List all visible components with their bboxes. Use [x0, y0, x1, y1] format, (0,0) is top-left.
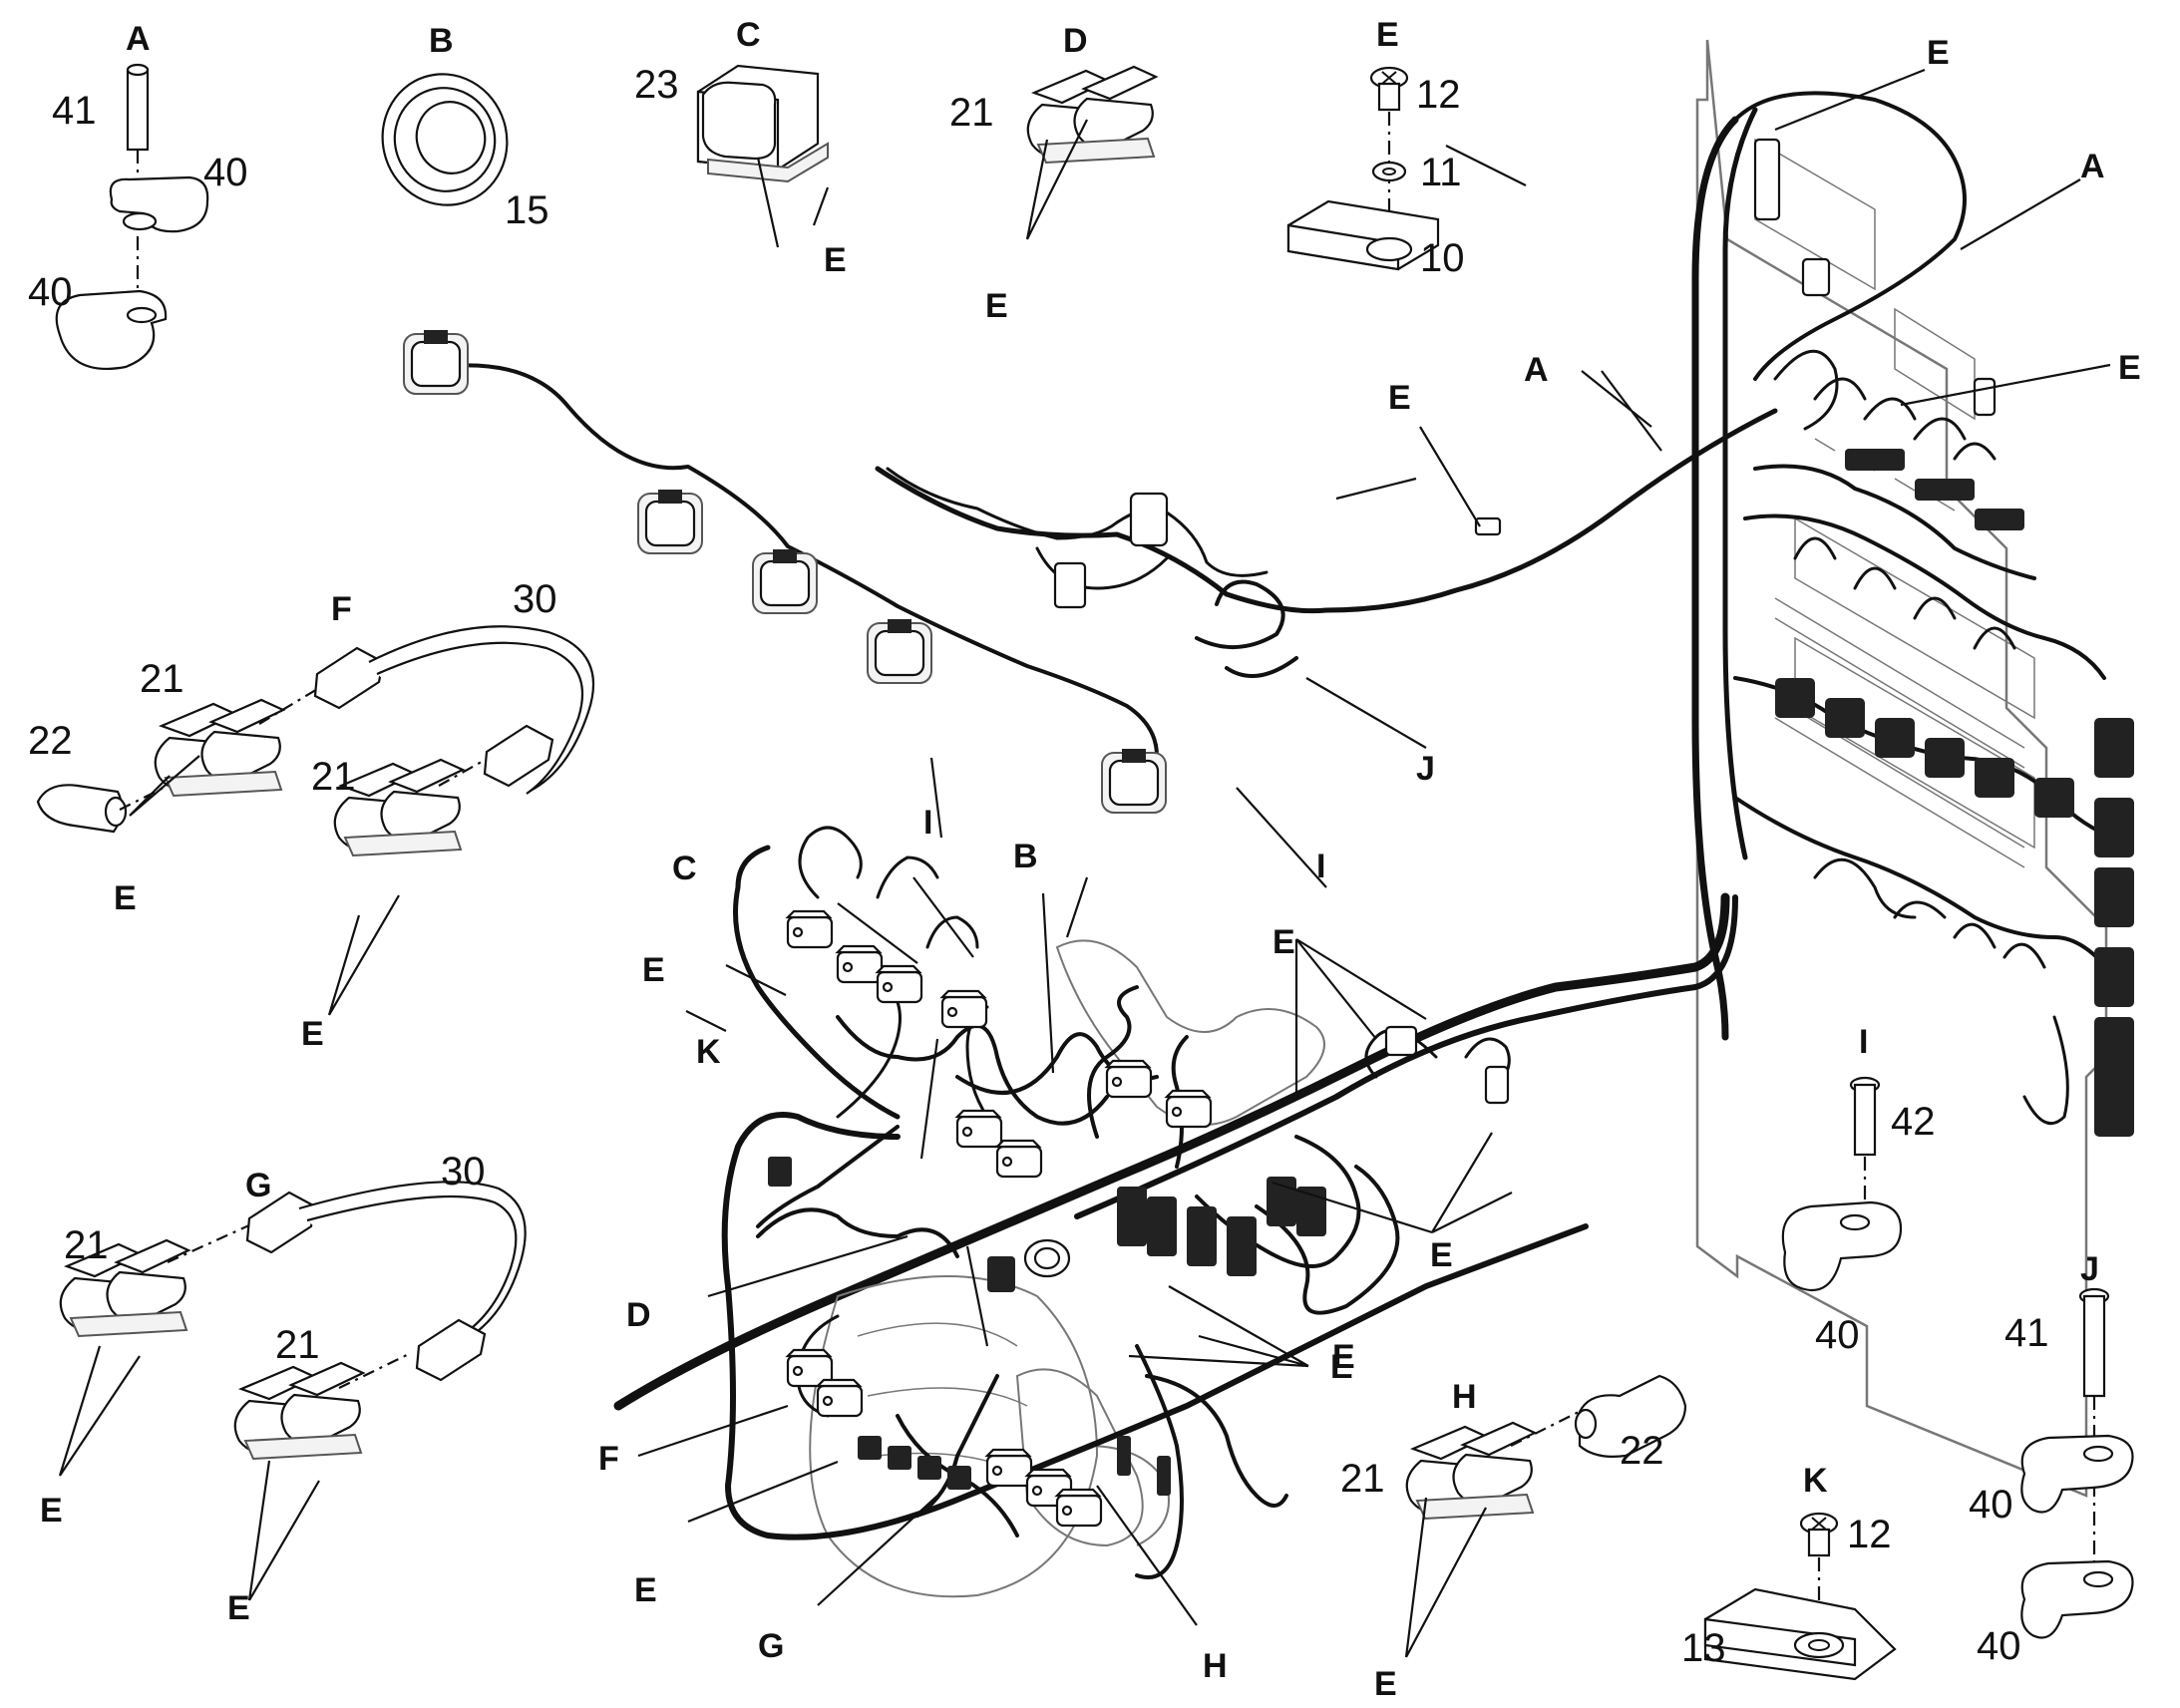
callout: 22: [28, 719, 73, 763]
callout: 21: [949, 91, 994, 135]
callout: E: [1374, 1665, 1397, 1703]
callout: 42: [1891, 1100, 1936, 1144]
callout: A: [2080, 148, 2105, 185]
callout: J: [2080, 1250, 2099, 1288]
callout: E: [114, 879, 137, 917]
callout: 12: [1847, 1513, 1892, 1556]
detail-g-jumper: [59, 1181, 527, 1461]
callout: I: [1316, 848, 1325, 885]
callout: 12: [1416, 73, 1461, 117]
callout: 41: [2004, 1311, 2049, 1355]
callout: E: [985, 287, 1008, 325]
detail-e-plate-screw: [1286, 66, 1440, 271]
callout: C: [736, 16, 761, 54]
callout: 21: [64, 1223, 109, 1267]
callout: F: [331, 590, 352, 628]
callout: 40: [1969, 1483, 2013, 1527]
callout: 15: [505, 188, 549, 232]
callout: 11: [1420, 151, 1462, 194]
callout: 30: [513, 577, 557, 621]
callout: E: [227, 1589, 250, 1627]
leader-lines: [58, 68, 2111, 1658]
callout: E: [1376, 16, 1399, 54]
callout: E: [1332, 1338, 1355, 1376]
callout: H: [1452, 1378, 1477, 1416]
callout: E: [642, 951, 665, 989]
callout: E: [301, 1015, 324, 1053]
detail-h-clip-connector: [1405, 1374, 1687, 1521]
callout: E: [1388, 379, 1411, 417]
detail-c-connector: [696, 64, 829, 183]
callout: E: [1430, 1236, 1453, 1274]
callout: B: [429, 22, 454, 60]
callout: 21: [311, 755, 356, 799]
callout: E: [1330, 1348, 1353, 1386]
callout: G: [245, 1167, 271, 1204]
callout: E: [2118, 349, 2141, 387]
callout: E: [634, 1571, 657, 1609]
detail-a-bolt-clips: [55, 63, 209, 371]
callout: 21: [275, 1323, 320, 1367]
callout: 41: [52, 89, 97, 133]
callout: E: [1272, 923, 1295, 961]
callout: 23: [634, 63, 679, 107]
callout: 21: [140, 657, 184, 701]
callout: 13: [1681, 1626, 1726, 1670]
callout: 40: [1977, 1624, 2021, 1668]
control-panel: [1691, 39, 2134, 1498]
callout: I: [1859, 1023, 1868, 1061]
callout: G: [758, 1627, 784, 1665]
callout: H: [1203, 1647, 1228, 1685]
callout: A: [1524, 351, 1549, 389]
callout: E: [824, 241, 847, 279]
main-trunk-harness: [613, 892, 1738, 1411]
callout: D: [626, 1296, 651, 1334]
callout: A: [126, 20, 151, 58]
callout: F: [598, 1440, 619, 1478]
detail-f-jumper: [36, 625, 595, 857]
callout: 22: [1620, 1429, 1664, 1473]
callout: 40: [1815, 1313, 1860, 1357]
detail-k-plate-screw: [1703, 1512, 1897, 1681]
callout: J: [1416, 750, 1435, 788]
callout: E: [40, 1492, 63, 1530]
callout: 40: [203, 151, 248, 194]
detail-j-bolt-clips: [2020, 1287, 2134, 1639]
detail-i-bolt-clip: [1781, 1076, 1903, 1292]
detail-d-clip-pair: [1026, 65, 1158, 165]
callout: 30: [441, 1150, 486, 1194]
callout: C: [672, 850, 697, 887]
upper-branch-harness: [875, 408, 1778, 678]
callout: 21: [1340, 1457, 1385, 1501]
relay-chain: [402, 328, 1168, 815]
callout: B: [1013, 838, 1038, 875]
callout: 40: [28, 270, 73, 314]
callout: 10: [1420, 236, 1465, 280]
detail-b-grommet: [381, 73, 509, 206]
lower-harness: [721, 826, 1589, 1598]
callout: K: [696, 1033, 721, 1071]
callout: E: [1927, 34, 1950, 72]
callout-labels: A 41 40 40 B 15 C 23 E D 21 E E 12 11 10…: [28, 16, 2141, 1703]
callout: I: [923, 804, 932, 842]
callout: K: [1803, 1462, 1828, 1500]
callout: D: [1063, 22, 1088, 60]
